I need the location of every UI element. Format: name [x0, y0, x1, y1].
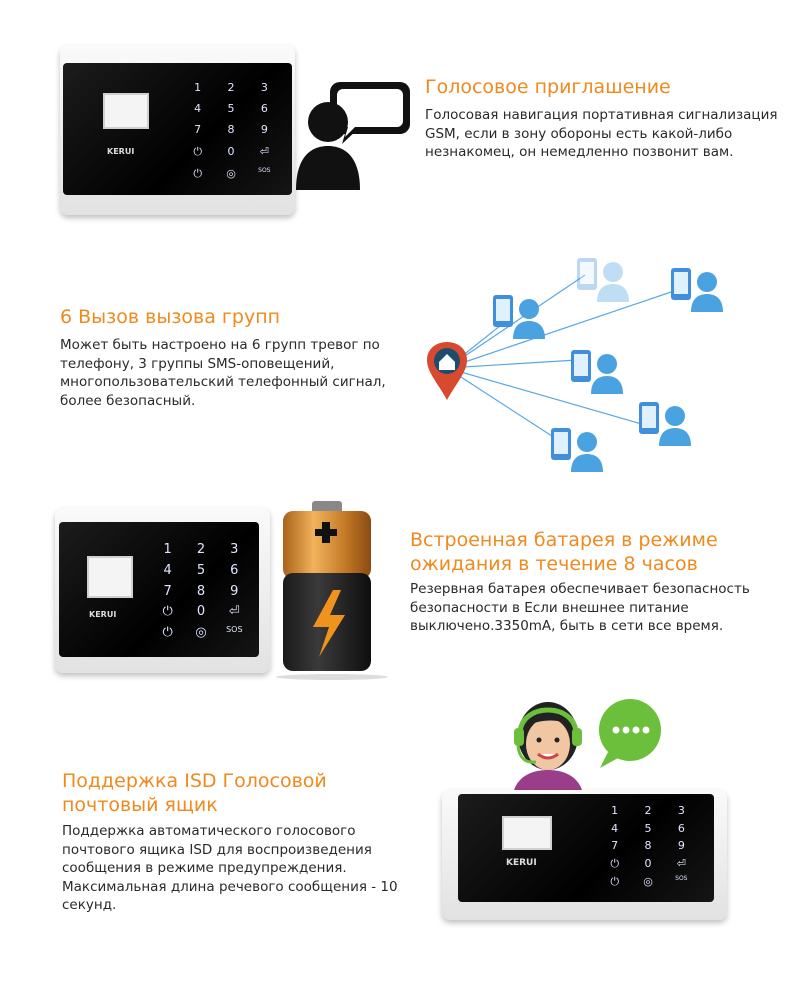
keypad-key: ◎	[643, 875, 653, 889]
keypad-key: ⏎	[228, 604, 240, 620]
section-1-title: Голосовое приглашение	[425, 76, 671, 98]
keypad-key: 6	[260, 102, 268, 116]
panel-screen	[87, 556, 133, 598]
brand-logo: KERUI	[89, 610, 117, 619]
panel-keypad: 1 2 3 4 5 6 7 8 9 ⏻ 0 ⏎ ⏻ ◎ SOS	[181, 81, 281, 189]
keypad-key: SOS	[258, 166, 271, 174]
keypad-key: 1	[611, 804, 619, 817]
battery-icon	[276, 501, 388, 680]
keypad-key: 9	[677, 839, 685, 853]
keypad-key: 4	[611, 821, 619, 835]
keypad-key: ⏻	[162, 604, 173, 620]
keypad-key: 2	[644, 804, 652, 817]
keypad-key: 3	[230, 542, 239, 557]
keypad-key: 7	[194, 123, 202, 137]
keypad-key: 0	[644, 856, 652, 870]
keypad-key: 2	[227, 81, 235, 94]
keypad-key: ⏻	[162, 625, 173, 641]
alarm-panel-image: KERUI 1 2 3 4 5 6 7 8 9 ⏻ 0 ⏎ ⏻ ◎ SOS	[60, 45, 295, 215]
operator-headset-icon	[512, 699, 661, 803]
keypad-key: ◎	[195, 625, 207, 641]
keypad-key: 3	[260, 81, 268, 94]
keypad-key: 5	[227, 102, 235, 116]
keypad-key: 2	[196, 542, 206, 557]
keypad-key: ⏻	[193, 144, 203, 158]
keypad-key: SOS	[675, 875, 688, 883]
section-3-body: Резервная батарея обеспечивает безопасно…	[410, 581, 750, 634]
keypad-key: 7	[611, 839, 619, 853]
alarm-panel-image: KERUI 1 2 3 4 5 6 7 8 9 ⏻ 0 ⏎ ⏻ ◎ SOS	[442, 790, 727, 920]
keypad-key: ⏎	[676, 856, 686, 870]
keypad-key: 0	[227, 144, 235, 158]
brand-logo: KERUI	[107, 147, 135, 156]
panel-screen	[103, 93, 149, 129]
section-4-title: Поддержка ISD Голосовой почтовый ящик	[62, 770, 327, 816]
section-4-body: Поддержка автоматического голосового поч…	[62, 823, 398, 913]
keypad-key: 4	[194, 102, 202, 116]
section-1-body: Голосовая навигация портативная сигнализ…	[425, 107, 778, 160]
keypad-key: 6	[677, 821, 685, 835]
keypad-key: 9	[260, 123, 268, 137]
keypad-key: 4	[163, 562, 172, 578]
keypad-key: SOS	[226, 625, 243, 635]
section-2-body: Может быть настроено на 6 групп тревог п…	[60, 337, 386, 409]
panel-keypad: 1 2 3 4 5 6 7 8 9 ⏻ 0 ⏎ ⏻ ◎ SOS	[151, 542, 251, 646]
keypad-key: ◎	[226, 166, 236, 180]
keypad-key: 8	[227, 123, 235, 137]
brand-logo: KERUI	[506, 858, 537, 868]
section-3-title: Встроенная батарея в режиме ожидания в т…	[410, 529, 718, 575]
keypad-key: 3	[677, 804, 685, 817]
keypad-key: ⏻	[610, 856, 620, 870]
keypad-key: ⏻	[610, 875, 620, 889]
keypad-key: 8	[196, 583, 206, 599]
keypad-key: 8	[644, 839, 652, 853]
panel-screen	[502, 816, 552, 850]
keypad-key: 5	[196, 562, 206, 578]
keypad-key: 0	[196, 604, 206, 620]
keypad-key: ⏻	[193, 166, 203, 180]
call-group-network-icon	[427, 258, 723, 472]
keypad-key: 7	[163, 583, 172, 599]
section-2-title: 6 Вызов вызова групп	[60, 306, 281, 328]
keypad-key: 1	[163, 542, 172, 557]
keypad-key: 1	[194, 81, 202, 94]
keypad-key: 6	[230, 562, 239, 578]
speaking-person-icon	[296, 82, 410, 190]
panel-keypad: 1 2 3 4 5 6 7 8 9 ⏻ 0 ⏎ ⏻ ◎ SOS	[598, 804, 698, 894]
keypad-key: ⏎	[259, 144, 269, 158]
alarm-panel-image: KERUI 1 2 3 4 5 6 7 8 9 ⏻ 0 ⏎ ⏻ ◎ SOS	[55, 508, 270, 673]
keypad-key: 9	[230, 583, 239, 599]
keypad-key: 5	[644, 821, 652, 835]
